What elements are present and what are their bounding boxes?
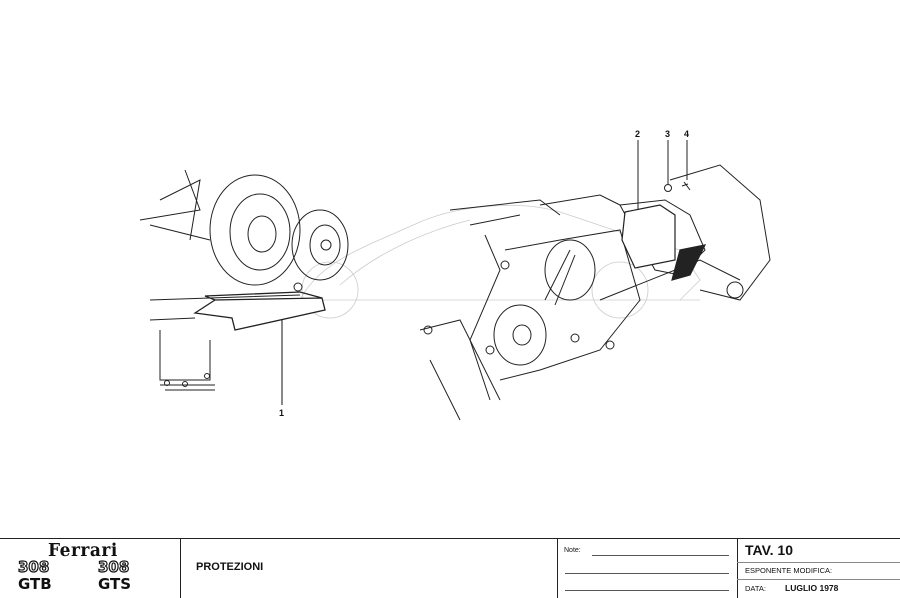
model-variant-gts: GTS	[98, 575, 132, 593]
callout-2: 2	[635, 129, 641, 139]
notes-label: Note:	[564, 547, 581, 554]
callout-4: 4	[684, 129, 690, 139]
notes-line	[592, 555, 729, 556]
left-engine-assembly	[139, 169, 349, 391]
model-number-gtb: 308	[17, 558, 50, 576]
tav-number: TAV. 10	[745, 542, 793, 558]
washer-part-3	[664, 184, 672, 192]
right-engine-assembly	[419, 164, 771, 421]
model-variant-gtb: GTB	[18, 575, 52, 593]
row-divider	[737, 579, 900, 580]
engine-cover-part-2	[621, 204, 707, 281]
notes-line	[565, 590, 729, 591]
ferrari-308-logo: Ferrari 308 GTB 308 GTS	[0, 539, 181, 598]
notes-cell: Note:	[557, 539, 738, 598]
callout-3: 3	[665, 129, 671, 139]
page-title: PROTEZIONI	[196, 561, 264, 573]
model-number-gts: 308	[97, 558, 130, 576]
date-value: LUGLIO 1978	[785, 583, 839, 593]
row-divider	[737, 562, 900, 563]
callout-1: 1	[279, 408, 285, 418]
parts-exploded-drawing	[139, 140, 771, 421]
date-label: DATA:	[745, 584, 766, 593]
protective-shield-part-1	[193, 291, 326, 331]
title-block: Ferrari 308 GTB 308 GTS PROTEZIONI Note:…	[0, 538, 900, 598]
tav-cell: TAV. 10 ESPONENTE MODIFICA: DATA: LUGLIO…	[737, 539, 900, 598]
notes-line	[565, 573, 729, 574]
esponente-modifica-label: ESPONENTE MODIFICA:	[745, 566, 833, 575]
brand-logo: Ferrari	[48, 540, 118, 562]
bolt-part-4	[681, 181, 691, 191]
title-cell: PROTEZIONI	[180, 539, 558, 598]
